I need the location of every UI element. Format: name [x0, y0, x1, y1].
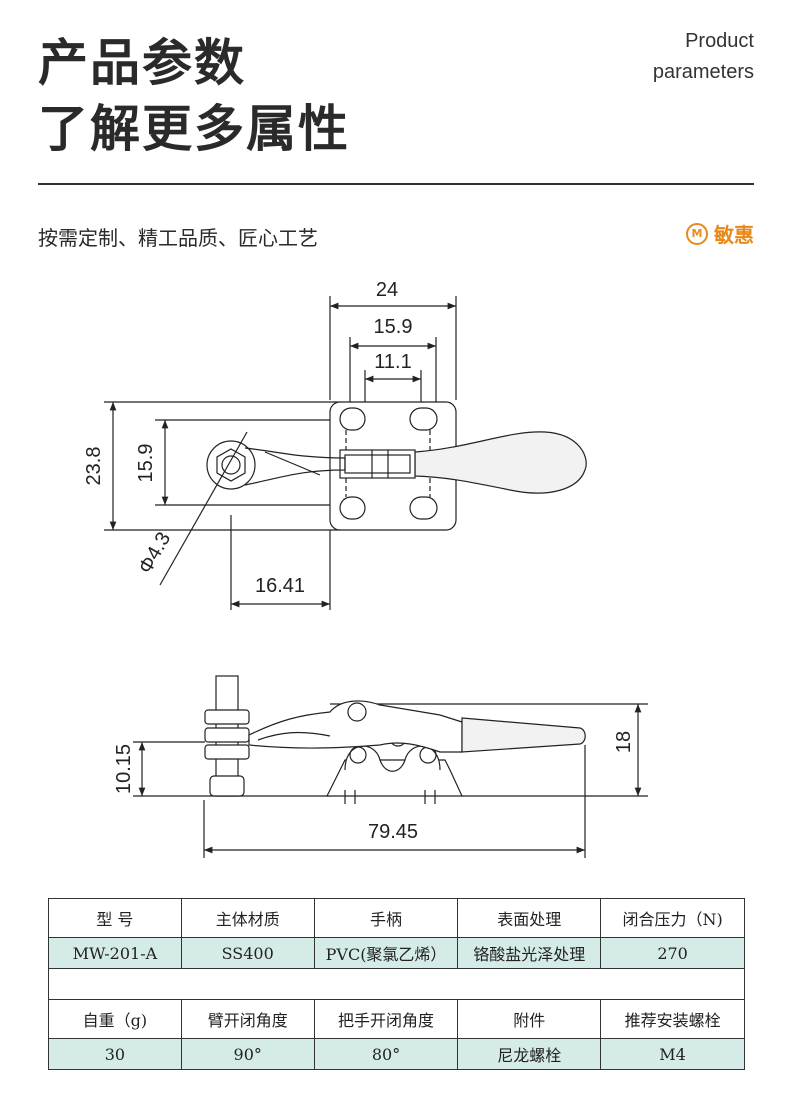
header-accessory: 附件 — [457, 999, 602, 1039]
page-title-line2: 了解更多属性 — [38, 100, 350, 158]
subtitle: 按需定制、精工品质、匠心工艺 — [38, 226, 318, 250]
value-weight: 30 — [48, 1038, 182, 1070]
top-view — [104, 296, 587, 610]
dim-16-41: 16.41 — [255, 575, 305, 597]
english-title-line2: parameters — [652, 61, 754, 83]
header-bolt: 推荐安装螺栓 — [600, 999, 745, 1039]
technical-drawing: 24 15.9 11.1 23.8 15.9 Φ4.3 16.41 10.15 … — [83, 279, 648, 858]
dim-15-9-left: 15.9 — [135, 444, 157, 483]
side-view — [133, 675, 648, 858]
spec-header-row-2: 自重（g) 臂开闭角度 把手开闭角度 附件 推荐安装螺栓 — [48, 999, 745, 1039]
value-surface: 铬酸盐光泽处理 — [457, 937, 602, 969]
header-divider — [38, 183, 754, 185]
brand-logo: M 敏惠 — [686, 219, 754, 248]
page-title-line1: 产品参数 — [38, 34, 246, 92]
dim-11-1: 11.1 — [374, 351, 411, 373]
value-model: MW-201-A — [48, 937, 182, 969]
value-material: SS400 — [180, 937, 315, 969]
value-handle-angle: 80° — [313, 1038, 459, 1070]
dim-18: 18 — [613, 731, 635, 753]
header-arm-angle: 臂开闭角度 — [180, 999, 315, 1039]
header-surface: 表面处理 — [457, 898, 602, 938]
value-bolt: M4 — [600, 1038, 745, 1070]
value-handle: PVC(聚氯乙烯） — [313, 937, 459, 969]
spec-table: 型 号 主体材质 手柄 表面处理 闭合压力（N) MW-201-A SS400 … — [48, 898, 745, 1070]
value-accessory: 尼龙螺栓 — [457, 1038, 602, 1070]
header-handle: 手柄 — [313, 898, 459, 938]
header-weight: 自重（g) — [48, 999, 182, 1039]
dim-79-45: 79.45 — [368, 821, 418, 843]
header-model: 型 号 — [48, 898, 182, 938]
dim-24: 24 — [376, 279, 398, 301]
brand-mark-icon: M — [686, 222, 708, 245]
header-handle-angle: 把手开闭角度 — [313, 999, 459, 1039]
dim-10-15: 10.15 — [113, 744, 135, 794]
dim-23-8: 23.8 — [83, 447, 105, 486]
spec-value-row-2: 30 90° 80° 尼龙螺栓 M4 — [48, 1038, 745, 1070]
value-clamp-force: 270 — [600, 937, 745, 969]
brand-name: 敏惠 — [714, 223, 754, 247]
english-title-line1: Product — [685, 30, 754, 52]
header-clamp-force: 闭合压力（N) — [600, 898, 745, 938]
spec-header-row-1: 型 号 主体材质 手柄 表面处理 闭合压力（N) — [48, 898, 745, 938]
value-arm-angle: 90° — [180, 1038, 315, 1070]
dim-15-9-top: 15.9 — [374, 316, 413, 338]
header-material: 主体材质 — [180, 898, 315, 938]
spec-spacer-row — [48, 968, 745, 1000]
spec-value-row-1: MW-201-A SS400 PVC(聚氯乙烯） 铬酸盐光泽处理 270 — [48, 937, 745, 969]
